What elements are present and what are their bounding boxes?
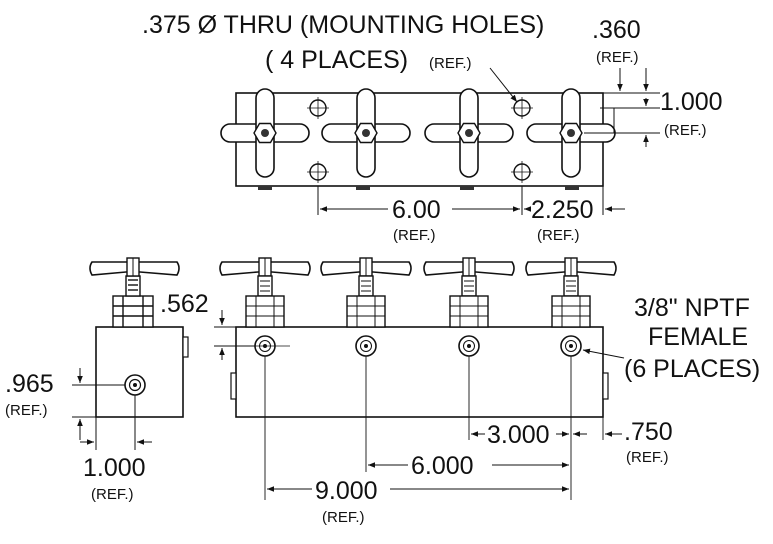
valve-bonnet-side <box>112 275 154 328</box>
dim-2250-label: 2.250 <box>531 196 594 224</box>
valve-handle-top <box>424 88 514 178</box>
nptf-line-3: (6 PLACES) <box>624 355 760 383</box>
valve-front <box>525 257 617 328</box>
hole-centerlines <box>307 97 533 183</box>
mounting-holes-note: .375 Ø THRU (MOUNTING HOLES) <box>142 11 544 39</box>
side-port <box>124 374 146 396</box>
valve-front <box>219 257 311 328</box>
valve-handle-top <box>526 88 616 178</box>
front-view <box>214 257 625 500</box>
dim-1000-top-label: 1.000 <box>660 88 723 116</box>
dim-562 <box>214 310 255 360</box>
dim-965 <box>72 368 125 440</box>
dim-965-label: .965 <box>5 370 54 398</box>
top-view-bottom-tabs <box>258 186 579 190</box>
holes-ref-label: (REF.) <box>429 55 472 72</box>
dim-3000-label: 3.000 <box>487 421 550 449</box>
top-view <box>220 67 660 215</box>
valve-front <box>423 257 515 328</box>
front-extension-lines <box>264 356 604 500</box>
nptf-line-2: FEMALE <box>648 323 748 351</box>
nptf-leader <box>582 348 625 359</box>
dim-1000-top-ref: (REF.) <box>664 122 707 139</box>
front-ports <box>254 335 582 357</box>
dim-1000-side <box>80 395 152 450</box>
dim-6000-label: 6.000 <box>411 452 474 480</box>
valve-handle-top <box>220 88 310 178</box>
dim-2250-ref: (REF.) <box>537 227 580 244</box>
dim-750-label: .750 <box>624 418 673 446</box>
four-places-note: ( 4 PLACES) <box>265 46 408 74</box>
valve-handle-top <box>321 88 411 178</box>
valve-handle-side <box>89 257 180 277</box>
annotations: .375 Ø THRU (MOUNTING HOLES) ( 4 PLACES)… <box>5 11 760 526</box>
dim-562-label: .562 <box>160 290 209 318</box>
dim-1000-side-label: 1.000 <box>83 454 146 482</box>
dim-600 <box>317 186 523 215</box>
nptf-port <box>458 335 480 357</box>
dim-965-ref: (REF.) <box>5 402 48 419</box>
dim-1000-top <box>584 98 660 147</box>
nptf-port <box>560 335 582 357</box>
dim-360-ref: (REF.) <box>596 49 639 66</box>
side-view <box>72 257 189 450</box>
mounting-hole-leader <box>489 67 518 103</box>
dim-750-ref: (REF.) <box>626 449 669 466</box>
front-view-body <box>235 326 604 418</box>
dim-360 <box>603 68 660 94</box>
dim-360-label: .360 <box>592 16 641 44</box>
nptf-line-1: 3/8" NPTF <box>634 294 750 322</box>
dim-600-ref: (REF.) <box>393 227 436 244</box>
dim-600-label: 6.00 <box>392 196 441 224</box>
side-view-body <box>95 326 184 418</box>
nptf-port <box>355 335 377 357</box>
valve-front <box>320 257 412 328</box>
dim-1000-side-ref: (REF.) <box>91 486 134 503</box>
dim-2250 <box>524 186 625 215</box>
dim-9000-ref: (REF.) <box>322 509 365 526</box>
dim-9000-label: 9.000 <box>315 477 378 505</box>
